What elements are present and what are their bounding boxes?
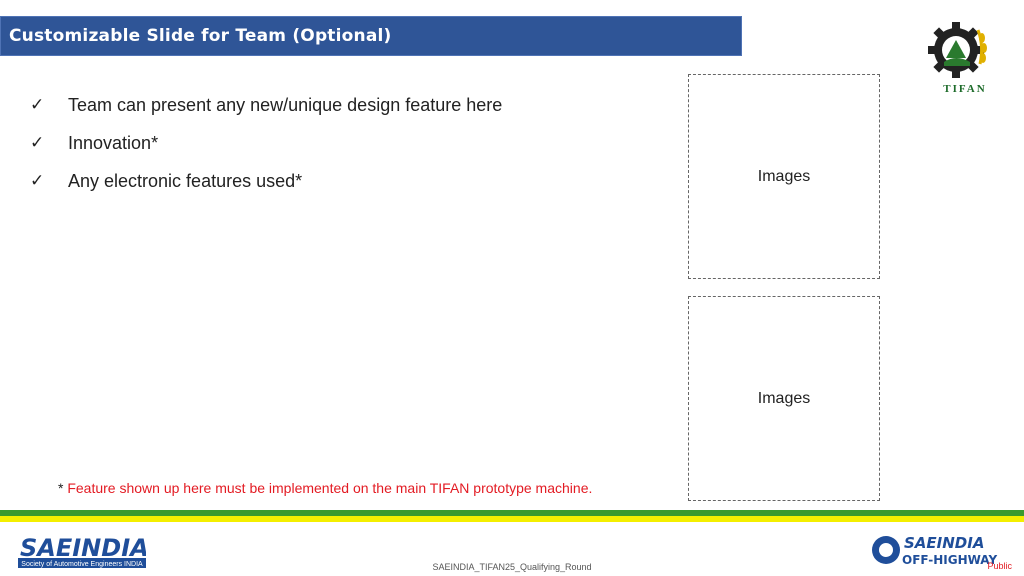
checkmark-icon: ✓ bbox=[30, 95, 45, 114]
checkmark-icon: ✓ bbox=[30, 171, 45, 190]
bullet-text: Team can present any new/unique design f… bbox=[68, 94, 503, 115]
bullet-item: ✓ Innovation* bbox=[30, 124, 502, 162]
bullet-item: ✓ Any electronic features used* bbox=[30, 162, 502, 200]
image-placeholder-label: Images bbox=[757, 389, 811, 407]
footnote-marker: * bbox=[58, 480, 64, 496]
footer-stripe-yellow bbox=[0, 516, 1024, 522]
image-placeholder-label: Images bbox=[757, 167, 811, 185]
footer-text: SAEINDIA_TIFAN25_Qualifying_Round bbox=[432, 562, 592, 572]
footnote-text: Feature shown up here must be implemente… bbox=[67, 480, 593, 496]
slide-title-bar: Customizable Slide for Team (Optional) bbox=[0, 16, 742, 56]
saeindia-offhighway-top: SAEINDIA bbox=[904, 534, 984, 552]
slide-title: Customizable Slide for Team (Optional) bbox=[9, 26, 392, 46]
saeindia-logo-subtext: Society of Automotive Engineers INDIA bbox=[21, 561, 143, 568]
bullet-text: Any electronic features used* bbox=[68, 170, 303, 191]
checkmark-icon: ✓ bbox=[30, 133, 45, 152]
tifan-logo-text: TIFAN bbox=[943, 83, 986, 95]
bullet-item: ✓ Team can present any new/unique design… bbox=[30, 86, 502, 124]
image-placeholder-bottom[interactable]: Images bbox=[688, 296, 880, 501]
bullet-list: ✓ Team can present any new/unique design… bbox=[30, 86, 502, 200]
tifan-logo: TIFAN bbox=[928, 22, 987, 95]
saeindia-offhighway-bottom: OFF-HIGHWAY bbox=[902, 553, 997, 567]
classification-label: Public bbox=[987, 561, 1012, 571]
image-placeholder-top[interactable]: Images bbox=[688, 74, 880, 279]
saeindia-logo: SAEINDIA Society of Automotive Engineers… bbox=[18, 534, 146, 568]
footer-stripe-green bbox=[0, 510, 1024, 516]
footnote: * Feature shown up here must be implemen… bbox=[58, 480, 592, 496]
saeindia-offhighway-logo: SAEINDIA OFF-HIGHWAY bbox=[872, 534, 997, 567]
saeindia-logo-text: SAEINDIA bbox=[20, 534, 146, 562]
bullet-text: Innovation* bbox=[68, 132, 159, 153]
